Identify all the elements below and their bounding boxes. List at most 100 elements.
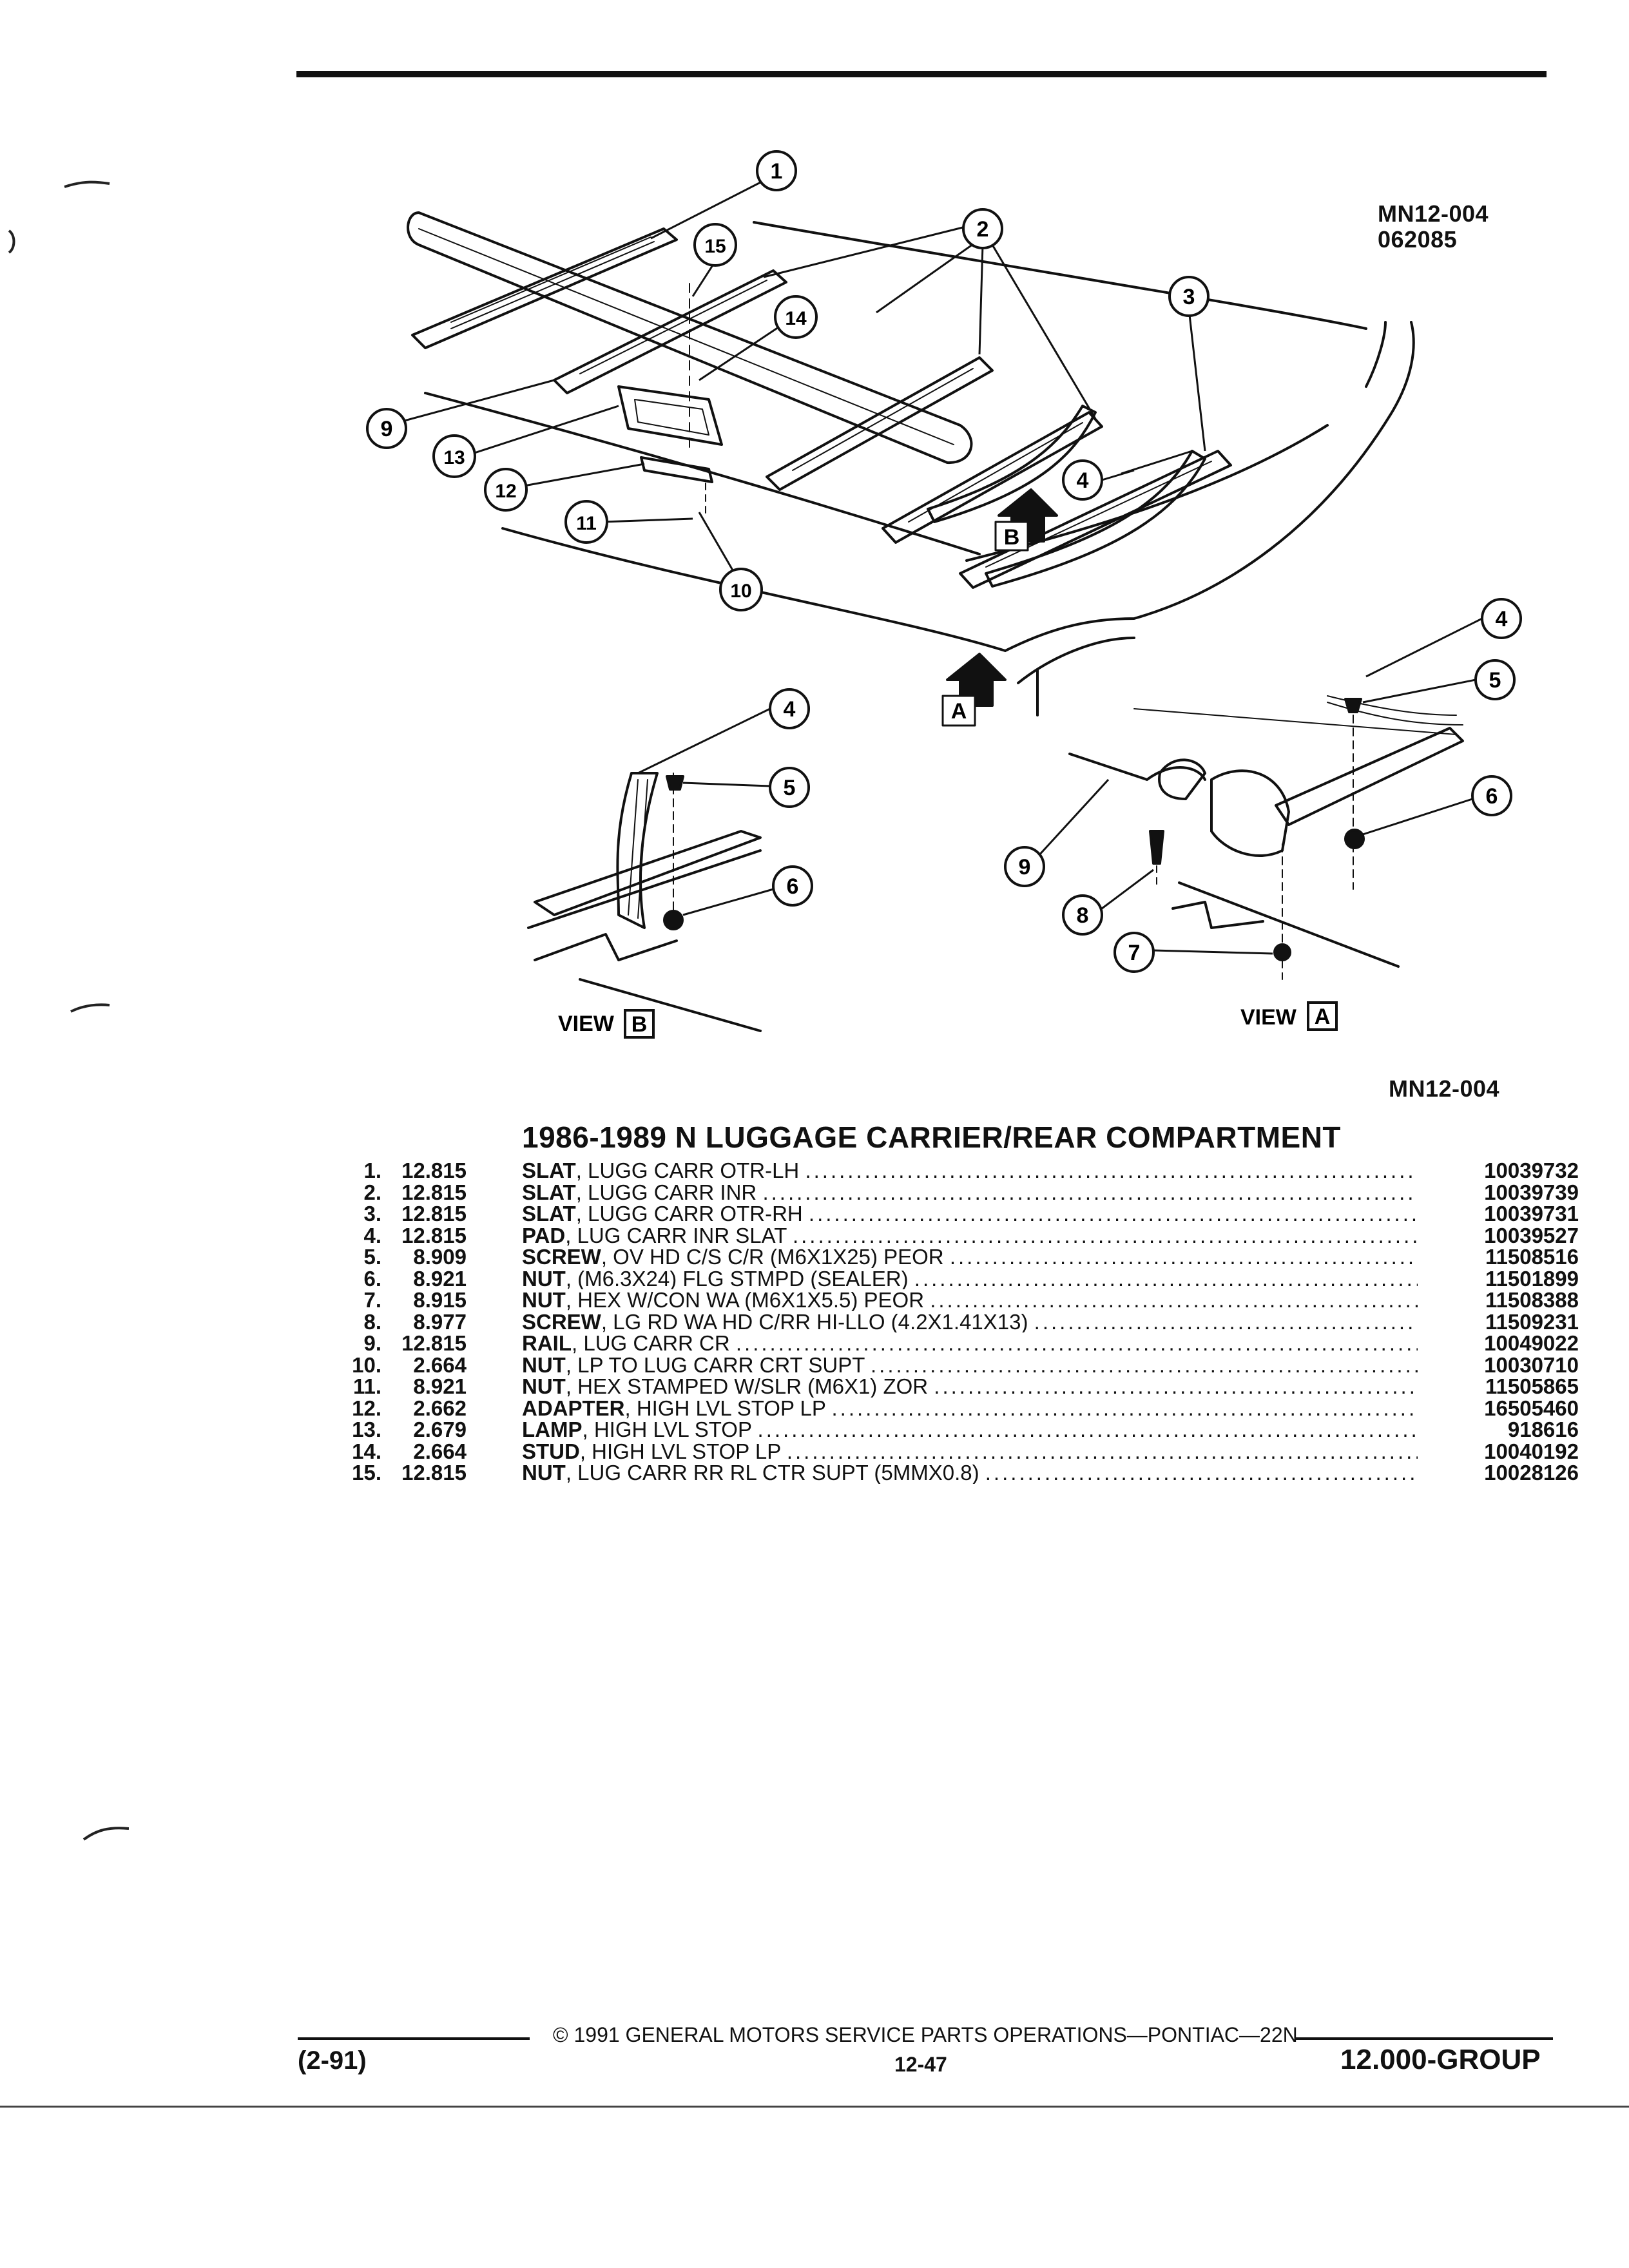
part-detail: , LUGG CARR OTR-RH [575, 1203, 803, 1225]
item-number: 1. [363, 1158, 381, 1182]
group-code: 12.815 [401, 1331, 467, 1355]
group-code: 2.664 [413, 1352, 467, 1377]
view-b-pad [616, 772, 659, 929]
view-b-nut [663, 910, 684, 930]
view-a-label: VIEW [1240, 1005, 1297, 1030]
callout-4-view-a: 4 [1481, 598, 1522, 639]
item-number: 7. [363, 1288, 381, 1312]
callout-1-label: 1 [771, 159, 783, 184]
slat-1 [411, 227, 678, 349]
part-description: SLAT, LUGG CARR OTR-LH .................… [522, 1160, 1418, 1182]
part-detail: , LUG CARR RR RL CTR SUPT (5MMX0.8) [565, 1462, 979, 1484]
part-description: NUT, HEX W/CON WA (M6X1X5.5) PEOR ......… [522, 1289, 1418, 1311]
part-detail: , LUGG CARR INR [575, 1181, 757, 1203]
svg-text:6: 6 [1486, 784, 1498, 809]
part-number: 11508516 [1485, 1245, 1579, 1269]
group-code: 12.815 [401, 1202, 467, 1225]
bottom-rule [0, 2106, 1629, 2108]
part-number: 11501899 [1485, 1266, 1579, 1291]
leader-dots: ........................................… [831, 1397, 1418, 1419]
svg-text:4: 4 [1077, 468, 1089, 493]
svg-text:2: 2 [977, 217, 989, 242]
group-code: 8.909 [413, 1245, 467, 1269]
svg-text:8: 8 [1077, 903, 1089, 928]
leader-dots: ........................................… [870, 1354, 1418, 1376]
part-name: NUT [522, 1267, 566, 1289]
part-name: NUT [522, 1289, 566, 1311]
view-a-nut-7 [1273, 943, 1291, 961]
svg-text:15: 15 [704, 236, 726, 257]
view-a-nut-6 [1344, 829, 1365, 849]
center-rail [407, 211, 973, 465]
leader-dots: ........................................… [985, 1462, 1418, 1484]
part-detail: , LG RD WA HD C/RR HI-LLO (4.2X1.41X13) [601, 1311, 1028, 1332]
part-description: LAMP, HIGH LVL STOP ....................… [522, 1419, 1418, 1441]
group-code: 2.679 [413, 1418, 467, 1441]
revision-date: (2-91) [298, 2046, 367, 2075]
slat-3 [959, 450, 1232, 589]
part-name: PAD [522, 1224, 566, 1246]
item-number: 6. [363, 1266, 381, 1291]
diagram-code: MN12-004 [1378, 200, 1489, 227]
part-detail: , LUG CARR CR [572, 1332, 730, 1354]
top-rule [296, 71, 1547, 77]
part-number: 10030710 [1484, 1352, 1579, 1377]
parts-row: 2. 12.815 SLAT, LUGG CARR INR ............… [335, 1180, 1579, 1204]
roof-edge-line [753, 221, 1367, 330]
stop-lamp [617, 385, 723, 446]
view-a-screw-8 [1149, 830, 1164, 865]
part-description: NUT, HEX STAMPED W/SLR (M6X1) ZOR ......… [522, 1376, 1418, 1398]
item-number: 11. [352, 1374, 381, 1398]
item-number: 13. [352, 1418, 381, 1441]
callout-2: 2 [962, 208, 1003, 249]
part-detail: , (M6.3X24) FLG STMPD (SEALER) [565, 1267, 909, 1289]
part-description: SLAT, LUGG CARR INR ....................… [522, 1182, 1418, 1204]
item-number: 3. [363, 1202, 381, 1225]
leader-dots: ........................................… [786, 1440, 1418, 1462]
pad-left [927, 405, 1097, 523]
view-b-letter: B [631, 1012, 648, 1037]
callout-4: 4 [1062, 459, 1103, 501]
part-number: 10039739 [1484, 1180, 1579, 1204]
callout-9-view-a: 9 [1004, 846, 1045, 887]
leader-dots: ........................................… [808, 1203, 1418, 1225]
group-code: 12.815 [401, 1180, 467, 1204]
svg-text:4: 4 [784, 697, 796, 722]
part-number: 10039731 [1484, 1202, 1579, 1225]
group-code: 8.977 [413, 1309, 467, 1334]
leader-dots: ........................................… [735, 1332, 1418, 1354]
view-b-screw [666, 775, 684, 791]
part-number: 10028126 [1484, 1461, 1579, 1485]
callout-13: 13 [432, 434, 476, 478]
svg-text:9: 9 [381, 417, 393, 441]
part-detail: , HIGH LVL STOP LP [624, 1397, 826, 1419]
leader-dots: ........................................… [757, 1419, 1418, 1441]
item-number: 4. [363, 1223, 381, 1247]
group-code: 12.815 [401, 1158, 467, 1182]
part-number: 10040192 [1484, 1439, 1579, 1463]
part-name: RAIL [522, 1332, 572, 1354]
item-number: 15. [352, 1461, 381, 1485]
part-description: NUT, LP TO LUG CARR CRT SUPT ...........… [522, 1354, 1418, 1376]
callout-6-view-a: 6 [1471, 775, 1512, 816]
part-name: STUD [522, 1440, 580, 1462]
view-b-slat [534, 830, 762, 916]
part-description: SCREW, LG RD WA HD C/RR HI-LLO (4.2X1.41… [522, 1311, 1418, 1333]
callout-3: 3 [1168, 276, 1210, 317]
view-a-rail [1068, 753, 1206, 781]
part-detail: , OV HD C/S C/R (M6X1X25) PEOR [601, 1246, 944, 1268]
part-detail: , LUG CARR INR SLAT [565, 1224, 787, 1246]
part-number: 10039732 [1484, 1158, 1579, 1182]
item-number: 2. [363, 1180, 381, 1204]
part-detail: , LP TO LUG CARR CRT SUPT [565, 1354, 865, 1376]
part-name: NUT [522, 1376, 566, 1398]
lamp-adapter [640, 456, 713, 483]
part-name: SCREW [522, 1246, 601, 1268]
part-name: NUT [522, 1462, 566, 1484]
